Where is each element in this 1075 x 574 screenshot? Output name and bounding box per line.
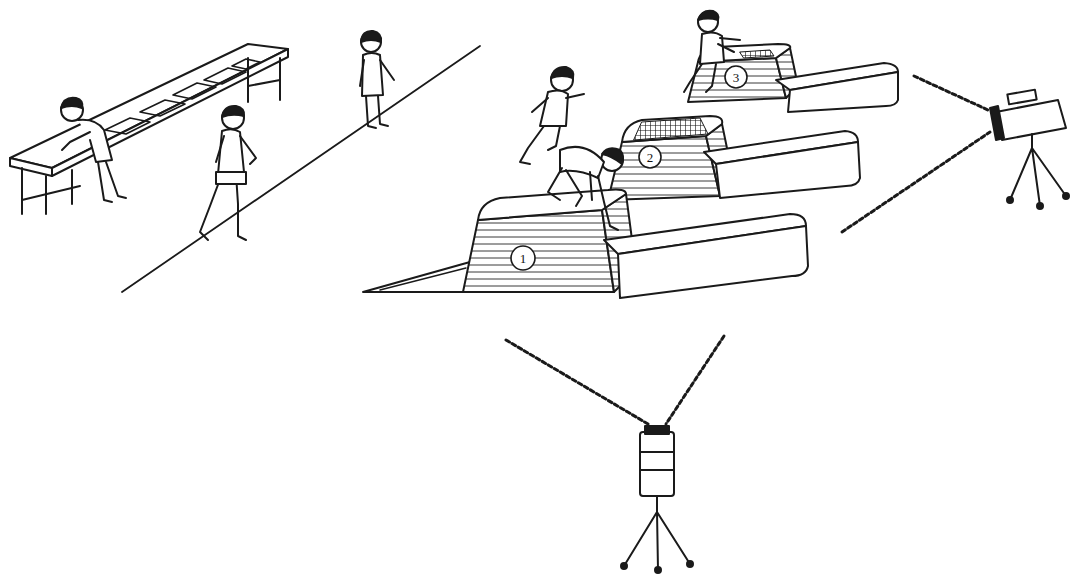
child-figure [360, 60, 394, 86]
video-camera [640, 451, 674, 453]
table [10, 44, 288, 168]
table [279, 58, 281, 100]
child-figure [366, 96, 388, 128]
video-camera [1063, 193, 1069, 199]
view-line [666, 336, 724, 424]
video-camera [1031, 134, 1033, 148]
springboard [380, 268, 466, 290]
video-camera [645, 426, 669, 434]
mat [776, 63, 898, 112]
video-camera [1007, 90, 1036, 105]
callout-circle [725, 66, 747, 88]
table [52, 49, 288, 176]
child-figure [61, 98, 82, 108]
view-line [842, 132, 990, 232]
child-figure [62, 132, 90, 150]
table [247, 58, 249, 102]
video-camera [624, 512, 690, 570]
video-camera [687, 561, 693, 567]
vaulting-box [622, 116, 722, 142]
child-figure [548, 147, 623, 230]
child-figure [222, 106, 244, 117]
table [10, 158, 52, 176]
child-figure [601, 149, 623, 171]
child-figure [548, 168, 582, 206]
child-figure [360, 31, 394, 128]
video-camera [655, 567, 661, 573]
child-figure [698, 11, 718, 20]
mat [704, 131, 860, 198]
mat [618, 226, 808, 298]
child-figure [532, 94, 584, 112]
table [232, 59, 260, 69]
callout-circle [639, 146, 661, 168]
gym-illustration [10, 11, 1069, 573]
springboard [363, 262, 470, 292]
view-line [842, 76, 990, 232]
mat [604, 214, 808, 298]
child-figure [216, 172, 246, 184]
child-figure [98, 162, 126, 202]
view-line [506, 336, 724, 424]
mat [788, 72, 898, 112]
table [21, 168, 23, 214]
video-camera [621, 426, 693, 573]
callout-number: 2 [647, 151, 654, 164]
table [204, 68, 246, 84]
video-camera [640, 432, 674, 496]
view-line [506, 340, 648, 424]
table [173, 83, 216, 99]
table [71, 170, 73, 204]
video-camera [1037, 203, 1043, 209]
child-figure [361, 31, 381, 42]
child-figure [551, 67, 573, 78]
vaulting-box [463, 210, 614, 292]
view-line [914, 76, 988, 110]
video-camera [621, 563, 627, 569]
child-figure [216, 136, 256, 164]
vaulting-box [740, 50, 774, 58]
vaulting-box [634, 118, 708, 140]
child-figure [560, 147, 604, 178]
table [248, 80, 280, 86]
child-figure [718, 38, 740, 52]
callout-number: 1 [520, 252, 527, 265]
table [105, 118, 150, 134]
video-camera [990, 90, 1069, 209]
callout-number: 1 [510, 245, 536, 271]
video-camera [640, 469, 674, 471]
video-camera [990, 106, 1004, 140]
child-figure [540, 90, 568, 126]
callout-number: 3 [733, 71, 740, 84]
table [140, 100, 185, 116]
video-camera [656, 496, 658, 512]
table [10, 44, 288, 214]
springboard [363, 262, 470, 292]
child-figure [78, 120, 112, 162]
child-figure [590, 172, 618, 230]
floor-line [122, 46, 480, 292]
mat [716, 142, 860, 198]
child-figure [61, 98, 126, 202]
callout-circle [511, 246, 535, 270]
video-camera [1007, 197, 1013, 203]
callout-number: 3 [724, 65, 748, 89]
child-figure [520, 126, 560, 164]
callout-number: 2 [638, 145, 662, 169]
child-figure [602, 148, 623, 164]
child-figure [684, 64, 716, 92]
video-camera [1010, 148, 1066, 206]
